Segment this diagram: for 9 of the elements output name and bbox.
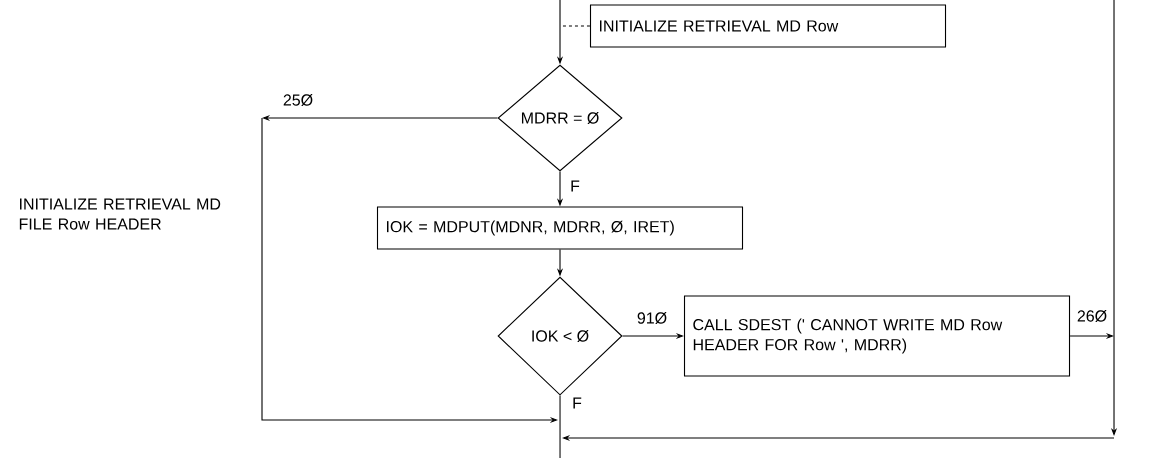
note-text: INITIALIZE RETRIEVAL MD FILE Row HEADER [19, 198, 221, 230]
edge-label: F [569, 179, 581, 193]
edge-label: 91Ø [635, 311, 669, 325]
process-box: IOK = MDPUT(MDNR, MDRR, Ø, IRET) [376, 206, 744, 250]
edge-label: 25Ø [281, 93, 315, 107]
comment-box: INITIALIZE RETRIEVAL MD Row [589, 4, 947, 48]
edge-label: F [571, 396, 583, 410]
process-box: CALL SDEST (' CANNOT WRITE MD Row HEADER FOR Row ', MDRR) [683, 295, 1071, 377]
edge-label: 26Ø [1075, 309, 1109, 323]
